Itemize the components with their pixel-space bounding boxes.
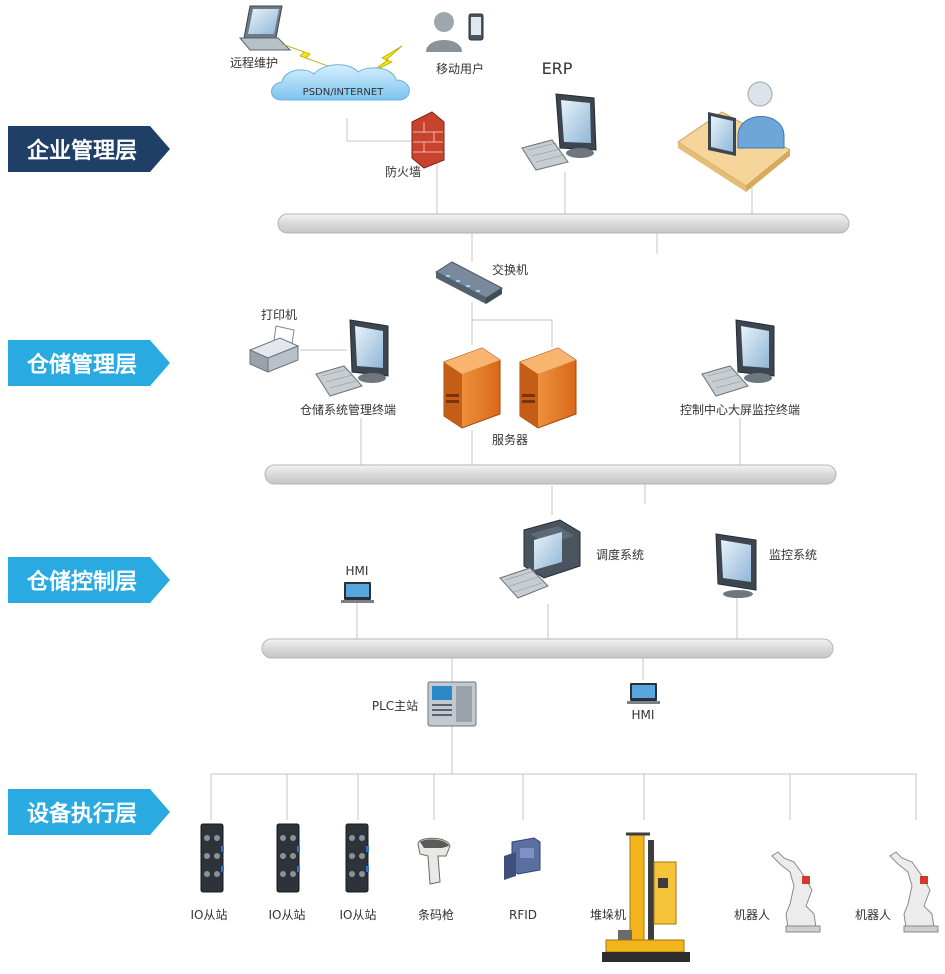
layer-warehouse-ctrl-text: 仓储控制层 [26,569,137,595]
printer-label: 打印机 [261,308,297,322]
warehouse-mgmt-bus [264,464,837,485]
rfid-label: RFID [509,908,537,922]
rfid-icon [504,837,541,880]
printer-icon [248,325,300,373]
firewall-label: 防火墙 [385,164,421,179]
monitor-system-icon [715,533,757,598]
remote-maintenance-label: 远程维护 [230,55,278,70]
dispatch-system-icon [499,519,581,599]
robot-label-1: 机器人 [734,908,770,922]
cloud-icon [271,64,410,101]
connection-lines [210,118,917,820]
hmi-right-icon [627,683,660,704]
robot-icon-2 [889,851,939,933]
layer-enterprise-text: 企业管理层 [26,138,137,164]
stacker-crane-label: 堆垛机 [590,907,626,922]
barcode-scanner-label: 条码枪 [418,907,454,922]
hmi-left-label: HMI [346,564,369,578]
erp-label: ERP [542,59,573,78]
server-icon-left [443,347,501,429]
operator-workstation-icon [677,81,791,192]
layer-label-enterprise: 企业管理层 [8,126,170,172]
hmi-left-icon [341,582,374,603]
server-label: 服务器 [492,432,528,447]
mobile-user-label: 移动用户 [436,61,484,76]
plc-master-label: PLC主站 [372,699,418,713]
laptop-icon [238,5,292,51]
io-slave-icon-2 [276,823,300,893]
warehouse-ctrl-bus [261,638,834,659]
barcode-scanner-icon [417,837,451,885]
io-slave-label-3: IO从站 [340,908,377,922]
enterprise-bus [277,213,850,234]
wms-terminal-icon [315,319,389,397]
dispatch-system-label: 调度系统 [596,547,644,562]
stacker-crane-icon [602,832,690,962]
robot-label-2: 机器人 [855,908,891,922]
robot-icon-1 [771,851,821,933]
layer-label-warehouse-ctrl: 仓储控制层 [8,557,170,603]
erp-computer-icon [521,93,597,171]
firewall-icon [411,111,445,169]
cloud-label: PSDN/INTERNET [303,87,385,98]
io-slave-label-1: IO从站 [191,908,228,922]
mobile-user-icon [426,12,484,52]
monitor-system-label: 监控系统 [769,548,817,562]
layer-warehouse-mgmt-text: 仓储管理层 [26,352,137,378]
switch-label: 交换机 [492,262,528,277]
io-slave-icon-1 [200,823,224,893]
big-screen-terminal-icon [701,319,775,397]
layer-device-exec-text: 设备执行层 [27,801,137,827]
hmi-right-label: HMI [632,708,655,722]
plc-master-icon [427,681,477,727]
server-icon-right [519,347,577,429]
wms-terminal-label: 仓储系统管理终端 [300,402,396,417]
big-screen-terminal-label: 控制中心大屏监控终端 [680,402,800,417]
layer-label-device-exec: 设备执行层 [8,789,170,835]
layer-label-warehouse-mgmt: 仓储管理层 [8,340,170,386]
io-slave-icon-3 [345,823,369,893]
switch-icon [434,261,504,304]
io-slave-label-2: IO从站 [269,908,306,922]
